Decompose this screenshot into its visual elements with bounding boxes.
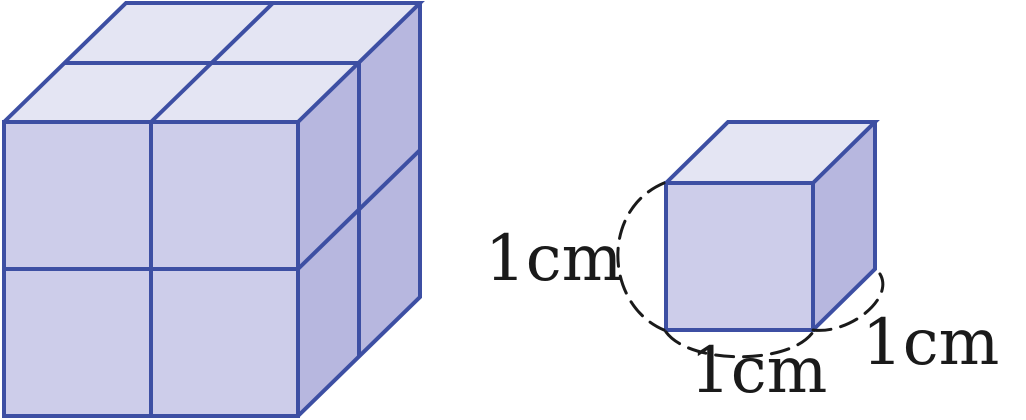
unit-cube: [664, 120, 880, 332]
left-edge-label: 1cm: [485, 222, 622, 296]
large-cube-grid-lines: [4, 1, 422, 416]
unit-cube-front-face: [666, 183, 813, 330]
unit-cube-side-face: [813, 122, 875, 330]
unit-cube-top-face: [666, 122, 875, 183]
bottom-edge-label: 1cm: [690, 334, 827, 408]
dimension-arcs: [616, 181, 885, 359]
unit-cube-top-outline: [664, 120, 880, 185]
bottom-edge-arc: [664, 330, 815, 359]
large-cube: [2, 0, 425, 418]
depth-edge-label: 1cm: [862, 306, 999, 380]
large-cube-side-outline: [296, 3, 422, 418]
left-edge-arc: [616, 181, 666, 332]
large-cube-top-outline: [2, 0, 425, 124]
unit-cube-side-outline: [811, 122, 877, 332]
depth-edge-arc: [811, 268, 885, 332]
